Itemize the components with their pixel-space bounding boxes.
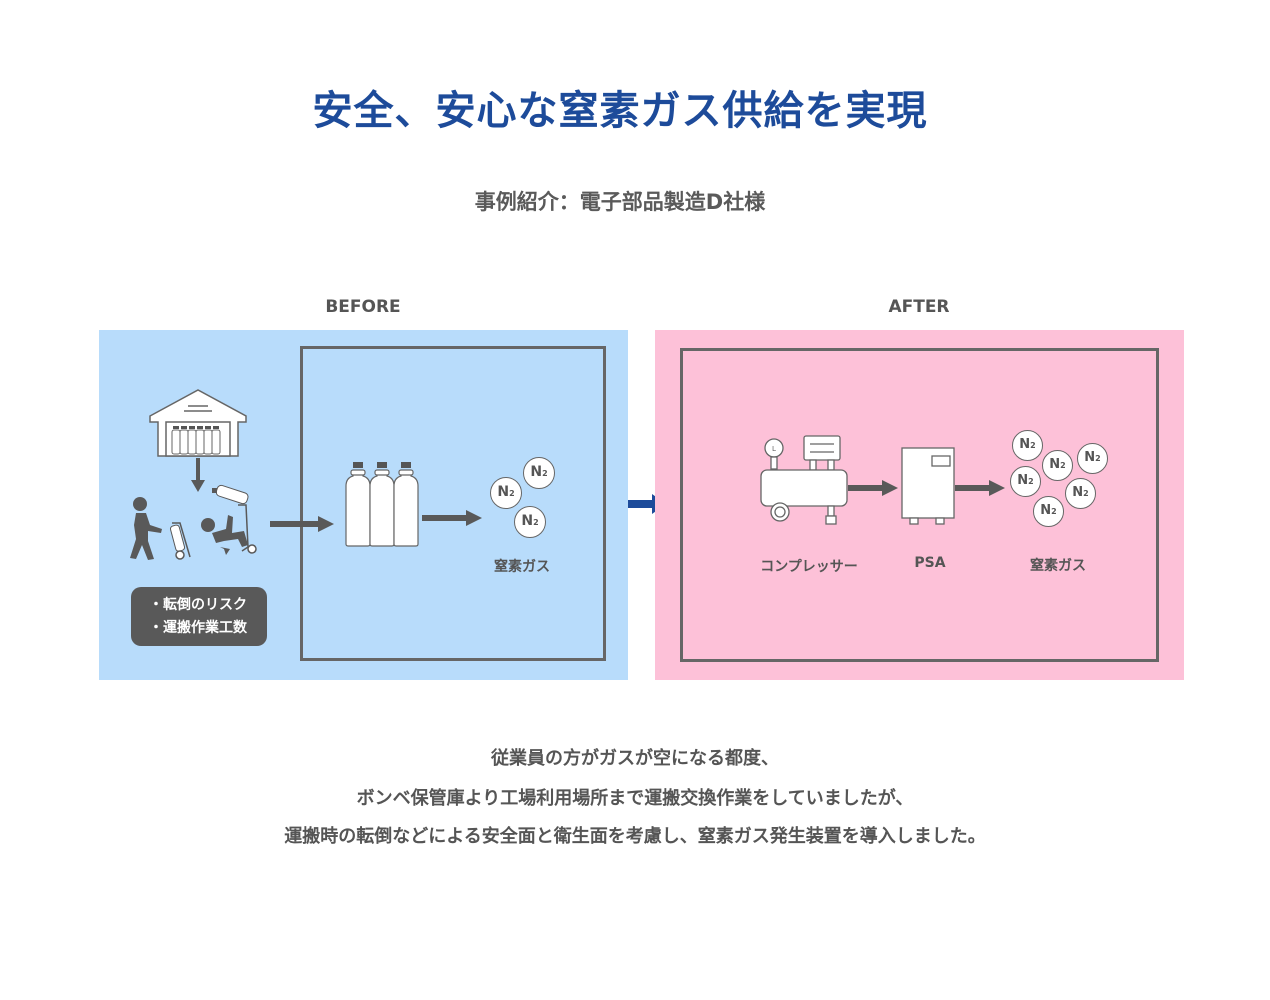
description-line-2: ボンベ保管庫より工場利用場所まで運搬交換作業をしていましたが、 [356, 788, 914, 809]
svg-text:L: L [772, 445, 776, 453]
n2-molecule: N2 [523, 457, 555, 489]
n2-symbol: N [1017, 473, 1029, 488]
description-line-3: 運搬時の転倒などによる安全面と衛生面を考慮し、窒素ガス発生装置を導入しました。 [284, 826, 986, 847]
n2-subscript: 2 [1083, 489, 1089, 498]
n2-subscript: 2 [1060, 461, 1066, 470]
after-label: AFTER [888, 297, 950, 317]
n2-molecule: N2 [1077, 443, 1108, 474]
gas-cylinders-icon [345, 462, 419, 547]
right-arrow-icon [422, 510, 482, 526]
n2-subscript: 2 [1095, 454, 1101, 463]
n2-symbol: N [1019, 437, 1031, 452]
psa-unit-icon [901, 447, 955, 525]
n2-symbol: N [1049, 457, 1061, 472]
n2-symbol: N [530, 464, 543, 480]
worker-falling-icon [201, 484, 257, 555]
warehouse-icon [149, 389, 247, 457]
n2-subscript: 2 [1028, 477, 1034, 486]
before-label: BEFORE [325, 297, 401, 317]
n2-subscript: 2 [509, 489, 515, 498]
n2-subscript: 2 [533, 518, 539, 527]
right-arrow-icon [955, 480, 1005, 496]
psa-label: PSA [914, 555, 946, 571]
n2-molecule: N2 [1012, 430, 1043, 461]
risk-item-transport: ・運搬作業工数 [149, 620, 247, 636]
right-arrow-icon [270, 516, 334, 532]
n2-symbol: N [497, 484, 510, 500]
before-inner-frame [300, 346, 606, 661]
compressor-label: コンプレッサー [760, 559, 858, 575]
n2-molecule: N2 [1065, 478, 1096, 509]
worker-carrying-cylinder-icon [130, 497, 191, 560]
n2-molecule: N2 [1042, 450, 1073, 481]
description-line-1: 従業員の方がガスが空になる都度、 [491, 748, 779, 769]
n2-symbol: N [521, 513, 534, 529]
n2-molecule: N2 [1010, 466, 1041, 497]
compressor-icon: L [760, 435, 848, 525]
n2-molecule: N2 [1033, 496, 1064, 527]
n2-subscript: 2 [542, 469, 548, 478]
n2-symbol: N [1084, 450, 1096, 465]
case-study-subtitle: 事例紹介：電子部品製造D社様 [474, 190, 766, 214]
page-title: 安全、安心な窒素ガス供給を実現 [312, 88, 928, 134]
risk-callout: ・転倒のリスク ・運搬作業工数 [131, 587, 267, 646]
n2-symbol: N [1072, 485, 1084, 500]
n2-molecule: N2 [490, 477, 522, 509]
n2-symbol: N [1040, 503, 1052, 518]
after-gas-label: 窒素ガス [1030, 558, 1086, 574]
n2-subscript: 2 [1030, 441, 1036, 450]
n2-subscript: 2 [1051, 507, 1057, 516]
before-gas-label: 窒素ガス [494, 559, 550, 575]
risk-item-fall: ・転倒のリスク [149, 597, 247, 613]
after-inner-frame [680, 348, 1159, 662]
n2-molecule: N2 [514, 506, 546, 538]
right-arrow-icon [848, 480, 898, 496]
down-arrow-icon [191, 458, 205, 492]
